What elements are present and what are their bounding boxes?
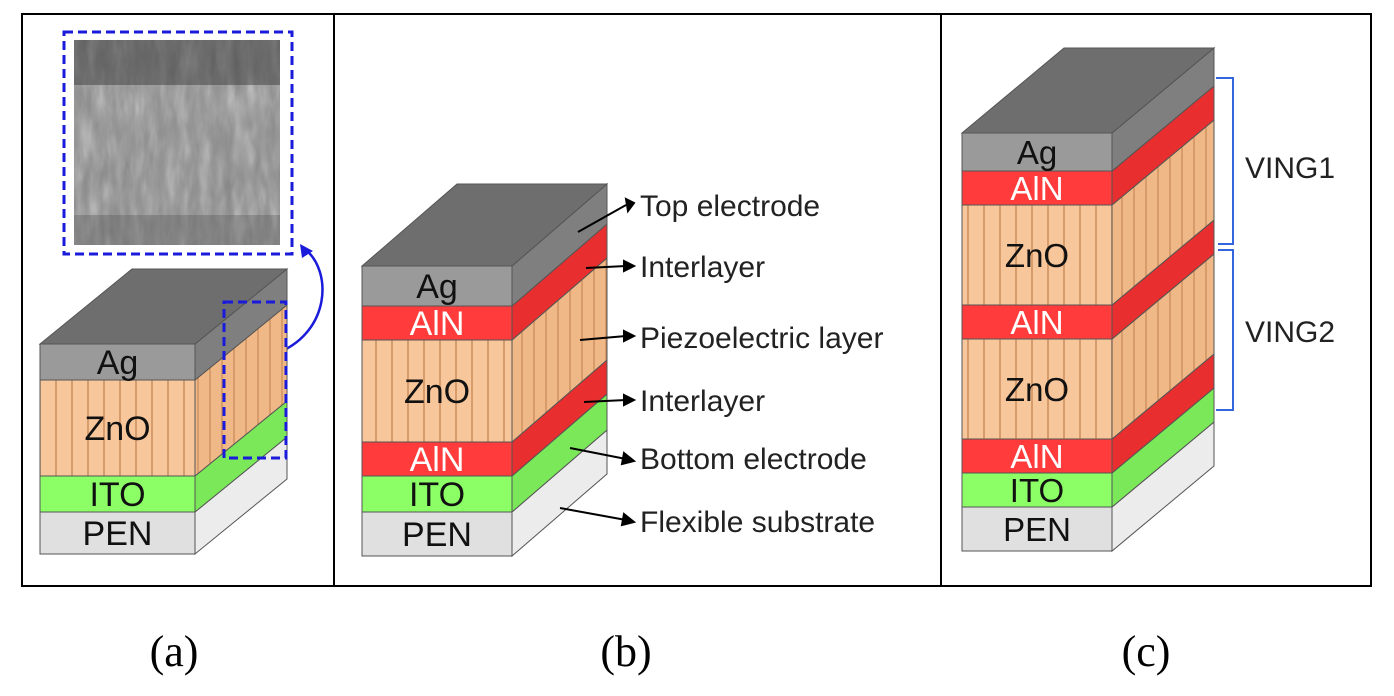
group-ving1: VING1 [1245, 152, 1335, 185]
layer-label-aln: AlN [1010, 438, 1063, 475]
annotation-interlayer-top: Interlayer [640, 251, 765, 284]
annotation-interlayer-bottom: Interlayer [640, 385, 765, 418]
layer-label-pen: PEN [402, 516, 472, 554]
caption-c: (c) [1122, 627, 1171, 676]
layer-aln: AlN [361, 358, 608, 479]
layer-label-zno: ZnO [1005, 237, 1069, 274]
layer-label-ag: Ag [1017, 134, 1057, 171]
layer-ag: Ag [38, 267, 289, 382]
layer-label-aln: AlN [410, 441, 465, 479]
layer-label-ag: Ag [97, 344, 139, 382]
layer-ito: ITO [39, 399, 288, 514]
layer-aln: AlN [961, 84, 1215, 207]
layer-label-aln: AlN [1010, 170, 1063, 207]
annotation-bottom-electrode: Bottom electrode [640, 443, 867, 476]
layer-ito: ITO [361, 392, 608, 514]
caption-b: (b) [600, 627, 651, 676]
layer-ag: Ag [360, 182, 609, 308]
annotation-flexible-substrate: Flexible substrate [640, 506, 875, 539]
layer-label-ito: ITO [409, 476, 465, 514]
layer-ito: ITO [961, 386, 1215, 509]
layer-label-zno: ZnO [84, 410, 150, 448]
layer-pen: PEN [961, 420, 1215, 553]
layer-label-pen: PEN [1003, 511, 1071, 548]
layer-ag: Ag [960, 46, 1216, 173]
caption-a: (a) [150, 627, 199, 676]
layer-pen: PEN [361, 428, 608, 558]
layer-aln: AlN [961, 218, 1215, 341]
sem-frame [62, 30, 294, 256]
layer-aln: AlN [961, 352, 1215, 475]
zoom-region [222, 300, 288, 460]
layer-pen: PEN [39, 435, 288, 556]
ving-brackets [1216, 77, 1234, 411]
group-ving2: VING2 [1245, 316, 1335, 349]
layer-zno: ZnO [961, 118, 1215, 307]
annotation-piezoelectric-layer: Piezoelectric layer [640, 322, 883, 355]
zoom-arrow [279, 244, 324, 354]
sem-inset [74, 40, 280, 245]
layer-zno: ZnO [961, 252, 1215, 441]
layer-label-zno: ZnO [404, 373, 470, 411]
layer-label-aln: AlN [410, 305, 465, 343]
panel-c-frame [940, 13, 1372, 587]
layer-label-ito: ITO [1010, 472, 1064, 509]
layer-label-pen: PEN [83, 515, 153, 553]
layer-label-aln: AlN [1010, 304, 1063, 341]
annotation-top-electrode: Top electrode [640, 190, 820, 223]
annotation-arrows [559, 197, 637, 527]
layer-label-zno: ZnO [1005, 371, 1069, 408]
layer-label-ito: ITO [89, 476, 145, 514]
layer-label-ag: Ag [416, 268, 458, 306]
layer-zno: ZnO [361, 256, 608, 444]
